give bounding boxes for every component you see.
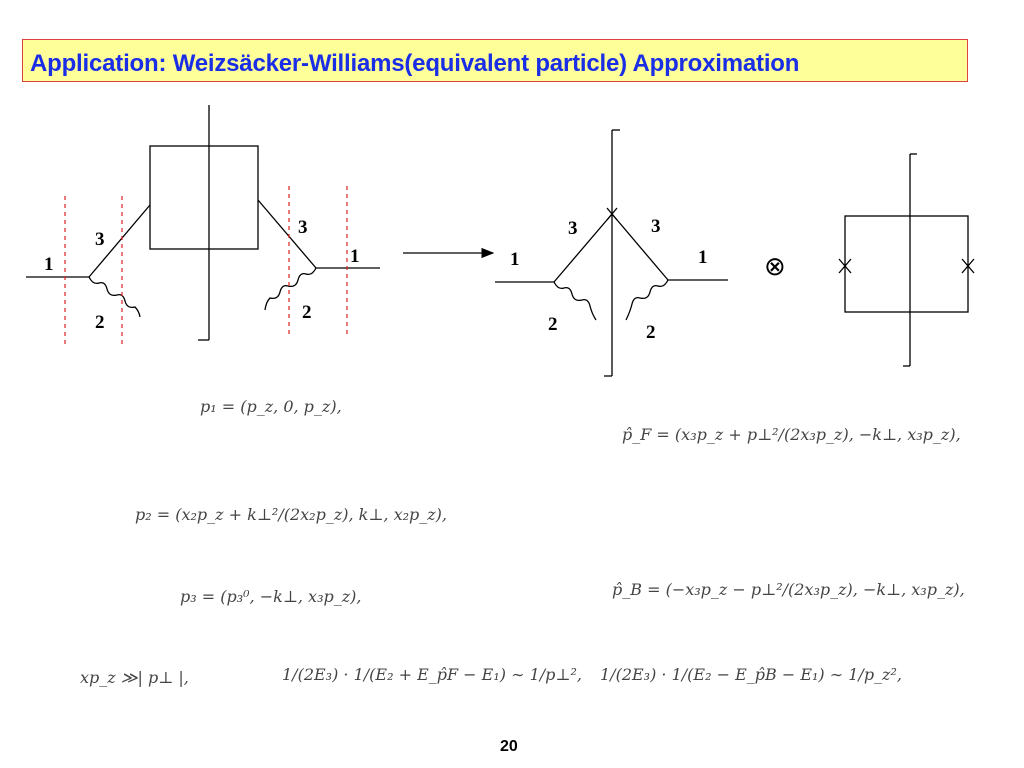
eq-pB: p̂_B = (−x₃p_z − p⊥²/(2x₃p_z), −k⊥, x₃p_… [612,580,965,599]
middle-labels: 1 3 2 3 1 2 [510,216,708,343]
svg-text:3: 3 [298,217,308,238]
svg-text:2: 2 [302,302,312,323]
right-cross-mark-right [961,258,975,274]
right-loop-box [844,215,969,313]
svg-text:1: 1 [698,247,708,268]
left-cut-lines [64,186,348,345]
eq-ratio-F: 1/(2E₃) · 1/(E₂ + E_p̂F − E₁) ∼ 1/p⊥², [282,665,582,684]
svg-text:1: 1 [350,246,360,267]
middle-line-3-right [611,213,669,281]
svg-text:2: 2 [646,322,656,343]
svg-text:2: 2 [95,312,105,333]
eq-condition: xp_z ≫| p⊥ |, [80,668,189,687]
svg-text:3: 3 [568,218,578,239]
page-number: 20 [500,738,518,755]
left-gluon-2 [88,276,141,318]
svg-text:3: 3 [651,216,661,237]
otimes-icon: ⊗ [764,252,786,282]
left-labels: 1 3 2 3 1 2 [44,217,360,333]
right-cross-mark-left [838,258,852,274]
eq-p2: p₂ = (x₂p_z + k⊥²/(2x₂p_z), k⊥, x₂p_z), [135,505,448,524]
middle-cross-mark [606,207,618,221]
right-diagram [838,153,975,367]
svg-text:3: 3 [95,229,105,250]
left-diagram [26,105,380,341]
eq-pF: p̂_F = (x₃p_z + p⊥²/(2x₃p_z), −k⊥, x₃p_z… [622,425,961,444]
slide-title: Application: Weizsäcker-Williams(equival… [30,50,800,77]
right-line-3 [257,199,317,269]
middle-line-3-left [553,213,613,283]
left-line-3 [88,204,151,278]
right-gluon-2 [264,267,317,311]
svg-text:2: 2 [548,314,558,335]
title-banner [22,39,968,82]
eq-p1: p₁ = (p_z, 0, p_z), [200,397,342,416]
left-blob-box [149,145,259,250]
svg-text:1: 1 [510,249,520,270]
middle-gluon-right [625,279,669,321]
eq-ratio-B: 1/(2E₃) · 1/(E₂ − E_p̂B − E₁) ∼ 1/p_z², [600,665,902,684]
middle-diagram [495,129,728,377]
svg-text:1: 1 [44,254,54,275]
middle-gluon-left [553,281,597,321]
eq-p3: p₃ = (p₃⁰, −k⊥, x₃p_z), [180,587,362,606]
